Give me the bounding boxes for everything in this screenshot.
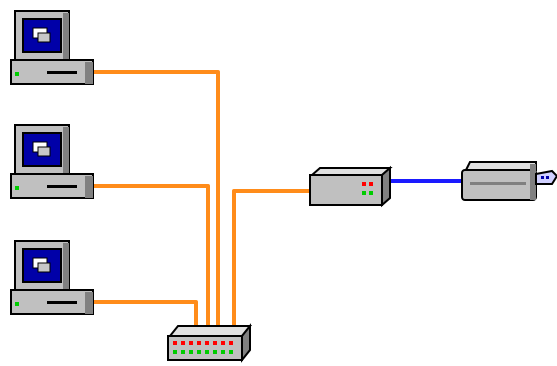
desktop-computer-icon — [10, 124, 94, 199]
hub-green-leds — [173, 350, 233, 354]
hub-red-leds — [173, 341, 233, 345]
computer-1 — [10, 10, 94, 85]
cables — [94, 70, 462, 326]
router-led-red — [369, 182, 373, 186]
modem-icon — [461, 161, 557, 201]
cable-computer-2-to-hub — [94, 184, 210, 326]
modem — [461, 161, 557, 201]
computer-2 — [10, 124, 94, 199]
router — [309, 165, 393, 208]
cable-hub-to-router — [232, 189, 310, 326]
router-led-green — [369, 191, 373, 195]
computer-3 — [10, 240, 94, 315]
router-led-green — [362, 191, 366, 195]
cable-computer-1-to-hub — [94, 70, 220, 326]
cable-computer-3-to-hub — [94, 300, 198, 326]
desktop-computer-icon — [10, 240, 94, 315]
hub — [167, 323, 253, 363]
router-led-red — [362, 182, 366, 186]
network-hub-icon — [167, 323, 253, 363]
desktop-computer-icon — [10, 10, 94, 85]
router-icon — [309, 165, 393, 208]
